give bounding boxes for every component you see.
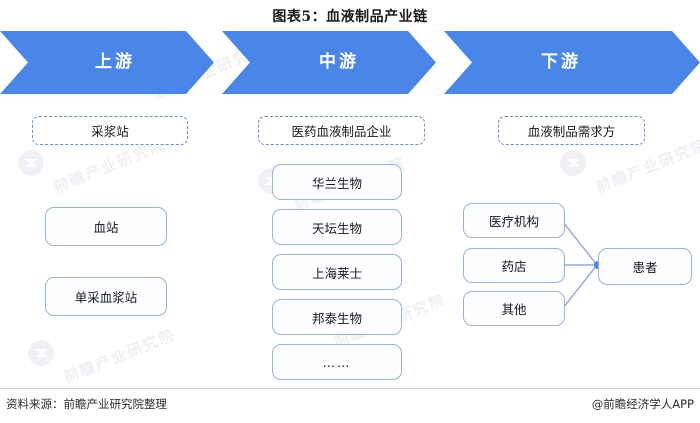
node-downstream-pharmacy: 药店: [463, 248, 565, 283]
node-midstream-bangtai: 邦泰生物: [272, 299, 402, 335]
arrow-segment-downstream: [444, 31, 700, 94]
node-downstream-patient: 患者: [598, 248, 692, 285]
node-downstream-other: 其他: [463, 291, 565, 326]
watermark-logo: [18, 150, 44, 176]
connector-qita-to-huanzhe: [562, 264, 598, 309]
header-box-downstream: 血液制品需求方: [498, 116, 645, 145]
source-note: 资料来源：前瞻产业研究院整理: [6, 397, 167, 411]
process-arrow-banner: 上游 中游 下游: [0, 31, 700, 94]
header-box-upstream: 采浆站: [32, 116, 188, 145]
node-downstream-medical-institution: 医疗机构: [463, 203, 565, 238]
footer-divider: [0, 388, 700, 389]
watermark-logo: [28, 340, 54, 366]
node-midstream-tiantan: 天坛生物: [272, 209, 402, 245]
watermark-text: 前瞻产业研究院: [61, 326, 179, 387]
node-midstream-shanghai-raas: 上海莱士: [272, 254, 402, 290]
arrow-segment-midstream: [222, 31, 436, 94]
figure-title: 图表5：血液制品产业链: [272, 9, 428, 25]
connector-yiliao-to-huanzhe: [562, 221, 598, 266]
watermark-logo: [560, 150, 586, 176]
node-midstream-hualan: 华兰生物: [272, 164, 402, 200]
header-box-midstream: 医药血液制品企业: [258, 116, 425, 145]
node-midstream-more: ……: [272, 344, 402, 380]
node-upstream-blood-station: 血站: [45, 207, 167, 246]
brand-credit: @前瞻经济学人APP: [591, 397, 694, 411]
node-upstream-plasma-station: 单采血浆站: [45, 277, 167, 316]
arrow-segment-upstream: [0, 31, 214, 94]
